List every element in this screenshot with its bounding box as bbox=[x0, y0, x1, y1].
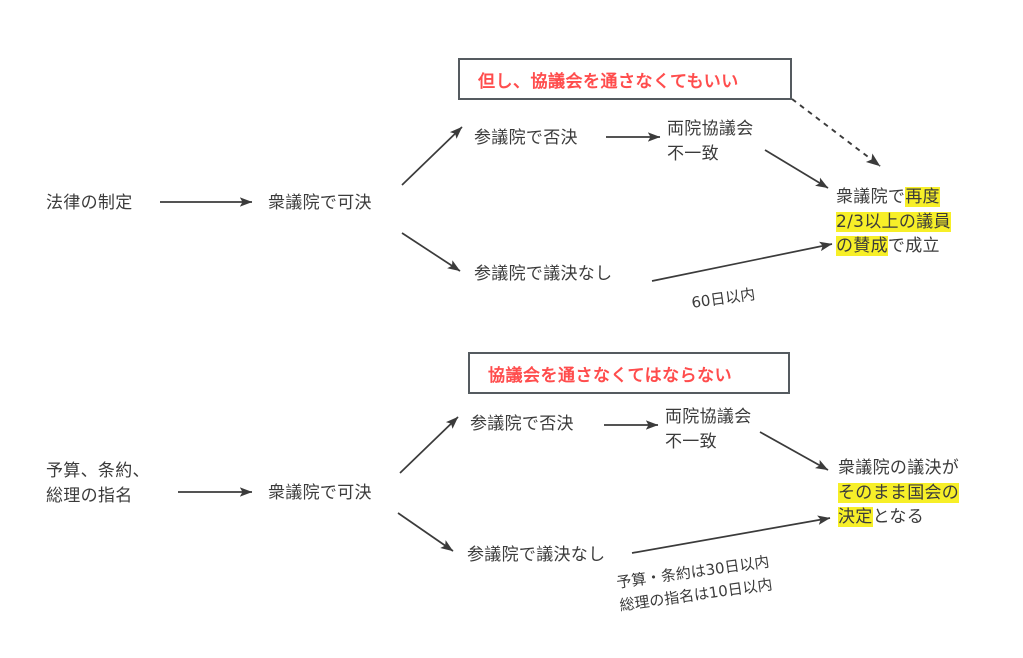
label-budget-result: 衆議院の議決がそのまま国会の決定となる bbox=[838, 456, 1006, 530]
law-result-hl1: 再度 bbox=[905, 187, 940, 207]
law-result-pre: 衆議院で bbox=[836, 187, 906, 207]
budget-result-hl2: 決定 bbox=[838, 507, 873, 528]
callout-box-budget: 協議会を通さなくてはならない bbox=[468, 352, 790, 394]
arrow-law-novote-to-result bbox=[651, 241, 833, 282]
arrow-budget-branch-up bbox=[399, 416, 459, 474]
budget-result-post: となる bbox=[872, 507, 924, 528]
arrow-budget-branch-down bbox=[397, 512, 454, 552]
label-budget-branch-novote: 参議院で議決なし bbox=[467, 545, 606, 565]
label-budget-source: 予算、条約、 総理の指名 bbox=[46, 461, 150, 506]
law-result-hl2: 2/3以上の議員 bbox=[836, 211, 951, 232]
budget-result-hl1: そのまま国会の bbox=[838, 482, 960, 503]
arrow-law-branch-up bbox=[401, 126, 463, 186]
arrow-law-callout-dashed bbox=[791, 98, 881, 167]
callout-text-law: 但し、協議会を通さなくてもいい bbox=[478, 71, 739, 92]
arrow-budget-novote-to-result bbox=[631, 515, 831, 554]
label-law-house: 衆議院で可決 bbox=[268, 193, 372, 213]
arrow-law-branch-down bbox=[401, 232, 461, 272]
law-result-post: で成立 bbox=[887, 236, 940, 257]
label-budget-conference: 両院協議会 不一致 bbox=[665, 407, 752, 452]
label-law-deadline: 60日以内 bbox=[690, 285, 757, 312]
label-law-source: 法律の制定 bbox=[46, 193, 133, 213]
budget-result-pre: 衆議院の議決が bbox=[838, 458, 960, 478]
label-law-result: 衆議院で再度 2/3以上の議員の賛成で成立 bbox=[836, 185, 996, 259]
label-budget-branch-reject: 参議院で否決 bbox=[470, 414, 574, 434]
callout-text-budget: 協議会を通さなくてはならない bbox=[488, 365, 733, 386]
law-result-hl3: の賛成 bbox=[836, 236, 888, 257]
label-law-conference: 両院協議会 不一致 bbox=[667, 119, 754, 164]
label-law-branch-novote: 参議院で議決なし bbox=[474, 264, 613, 284]
label-budget-house: 衆議院で可決 bbox=[268, 483, 372, 503]
arrow-budget-conference-to-result bbox=[759, 431, 829, 471]
callout-box-law: 但し、協議会を通さなくてもいい bbox=[458, 58, 792, 100]
label-law-branch-reject: 参議院で否決 bbox=[474, 128, 578, 148]
label-budget-deadline: 予算・条約は30日以内 総理の指名は10日以内 bbox=[615, 552, 774, 615]
arrow-law-conference-to-result bbox=[764, 149, 829, 189]
